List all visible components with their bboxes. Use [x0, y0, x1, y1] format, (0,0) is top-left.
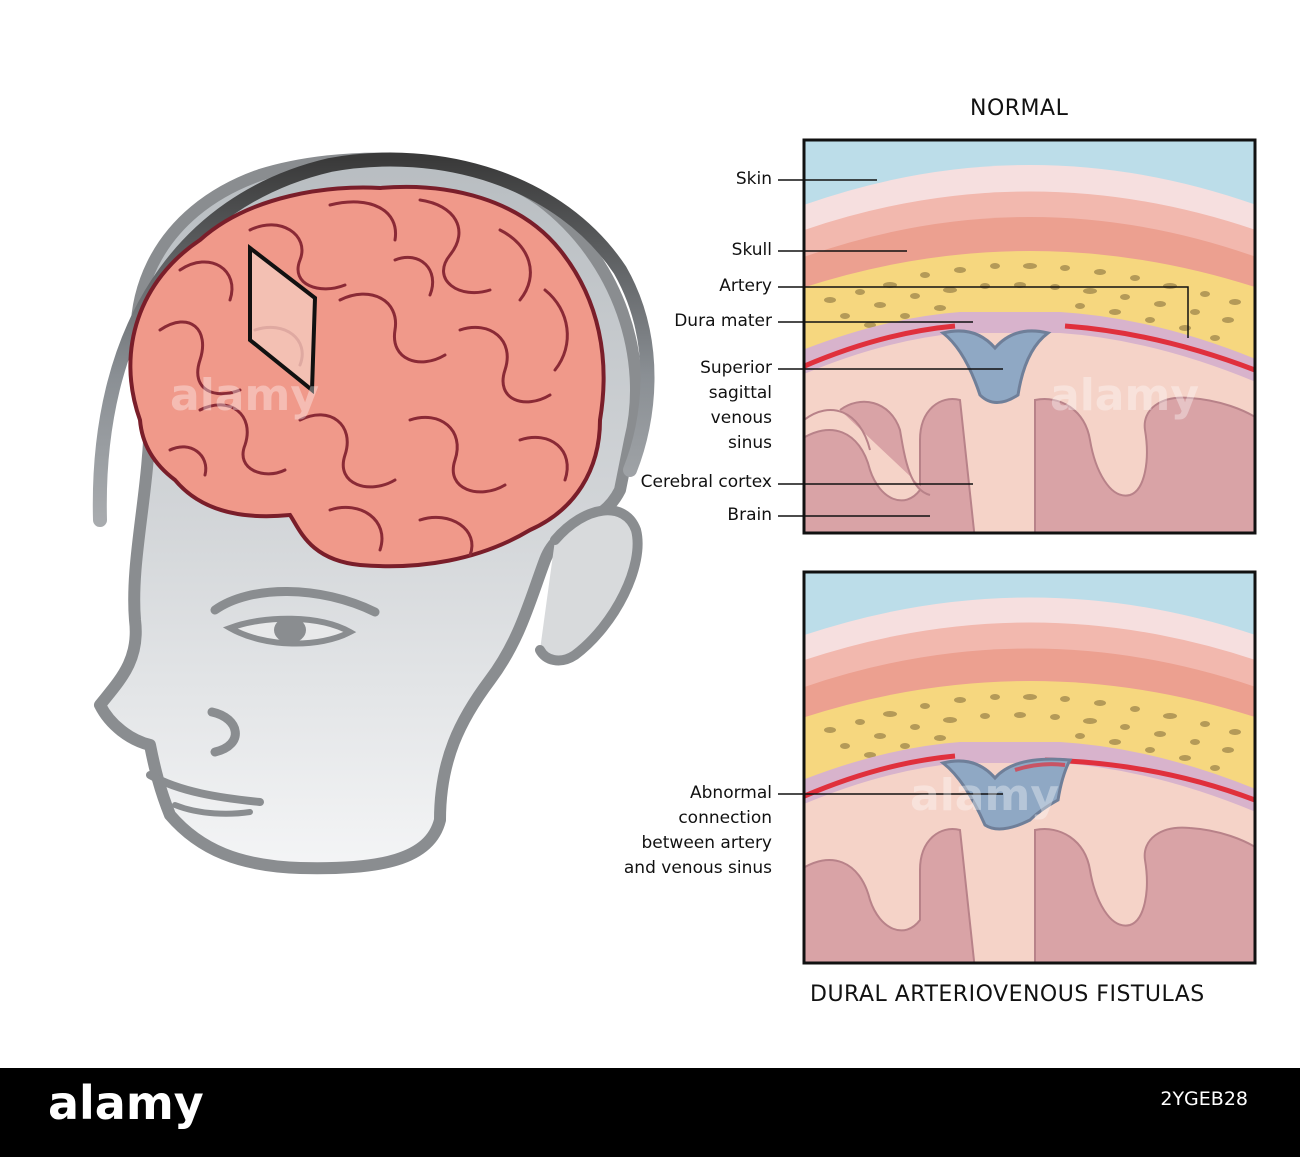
- label-sinus-line: venous: [710, 408, 772, 428]
- lip: [172, 802, 253, 817]
- skull-spots-bottom: [824, 694, 1241, 771]
- brain: [128, 184, 606, 569]
- label-dura-mater: Dura mater: [674, 311, 772, 331]
- fistula-title: DURAL ARTERIOVENOUS FISTULAS: [810, 982, 1205, 1007]
- normal-panel: [804, 140, 1255, 533]
- normal-panel-frame: [802, 138, 1257, 535]
- image-id: 2YGEB28: [1160, 1088, 1248, 1110]
- label-abnormal-line: Abnormal: [690, 783, 772, 803]
- fistula-panel: [804, 572, 1255, 963]
- label-cerebral-cortex: Cerebral cortex: [640, 472, 772, 492]
- label-sinus-line: Superior: [700, 358, 772, 378]
- illustration: [92, 138, 1257, 965]
- ear: [535, 505, 643, 666]
- footer-bar: alamy 2YGEB28: [0, 1068, 1300, 1157]
- sinus-normal: [939, 329, 1052, 404]
- label-artery: Artery: [719, 276, 772, 296]
- leader-lines: [778, 179, 1189, 795]
- brain-gyri: [158, 198, 569, 557]
- label-abnormal-connection: Abnormal connection between artery and v…: [624, 781, 772, 881]
- label-sinus-line: sagittal: [708, 383, 772, 403]
- label-sinus: Superior sagittal venous sinus: [700, 356, 772, 456]
- eye: [210, 587, 380, 647]
- brand-logo[interactable]: alamy: [48, 1076, 204, 1130]
- mouth: [146, 771, 264, 806]
- section-marker: [248, 243, 318, 395]
- label-abnormal-line: between artery: [641, 833, 773, 853]
- label-abnormal-line: and venous sinus: [623, 858, 772, 878]
- skull-spots: [824, 263, 1241, 341]
- nose: [207, 707, 240, 757]
- cortex-normal: [804, 396, 1255, 533]
- label-abnormal-line: connection: [678, 808, 772, 828]
- label-sinus-line: sinus: [728, 433, 772, 453]
- label-skull: Skull: [731, 240, 772, 260]
- fistula-panel-frame: [802, 570, 1257, 965]
- normal-title: NORMAL: [970, 96, 1069, 121]
- label-skin: Skin: [735, 169, 772, 189]
- cortex-abnormal: [804, 826, 1255, 963]
- sinus-abnormal: [939, 757, 1073, 831]
- label-brain: Brain: [727, 505, 772, 525]
